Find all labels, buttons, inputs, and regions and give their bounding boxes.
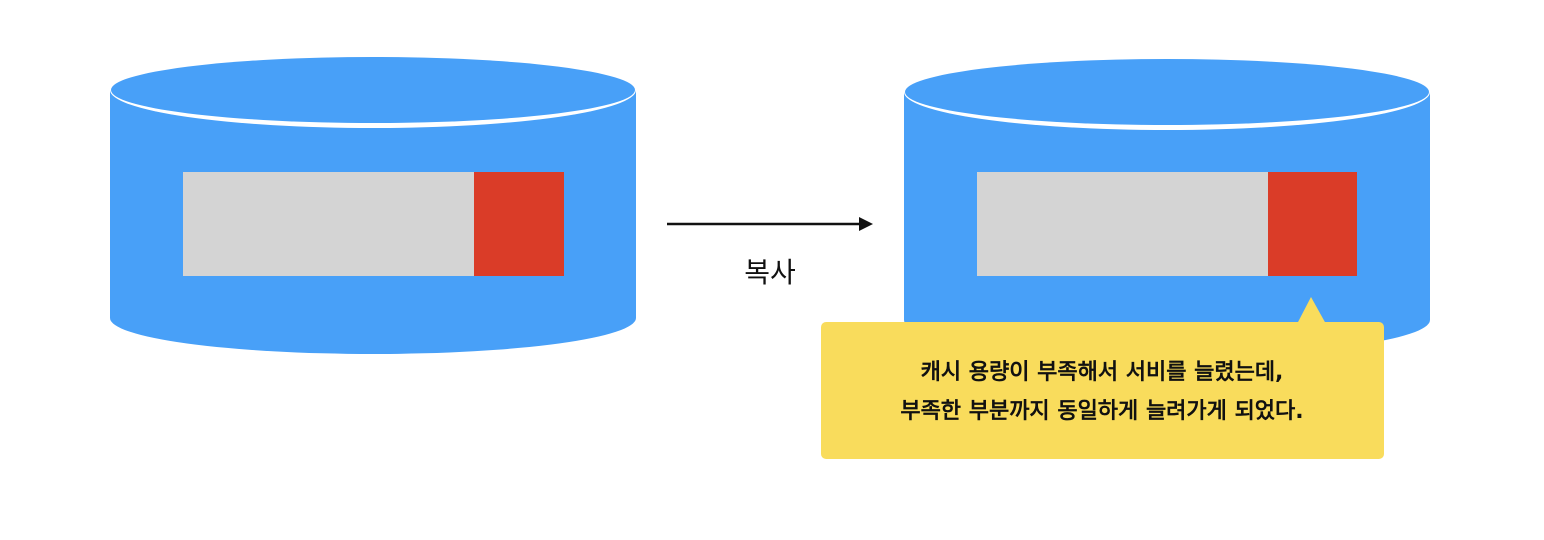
source-shortage-block — [474, 172, 564, 276]
source-capacity-bar — [183, 172, 474, 276]
target-cylinder-top — [905, 59, 1429, 125]
callout-pointer — [1297, 297, 1326, 324]
callout-line-1: 캐시 용량이 부족해서 서비를 늘렸는데, — [921, 360, 1284, 385]
copy-arrow-head — [859, 217, 873, 231]
source-cylinder-top — [111, 57, 635, 123]
source-cylinder — [110, 52, 636, 354]
copy-arrow: 복사 — [667, 217, 873, 289]
target-capacity-bar — [977, 172, 1268, 276]
target-cylinder — [904, 54, 1430, 356]
copy-arrow-label: 복사 — [744, 256, 796, 289]
callout-box — [821, 322, 1384, 459]
callout-line-2: 부족한 부분까지 동일하게 늘려가게 되었다. — [900, 399, 1303, 424]
callout: 캐시 용량이 부족해서 서비를 늘렸는데, 부족한 부분까지 동일하게 늘려가게… — [821, 297, 1384, 459]
target-shortage-block — [1268, 172, 1357, 276]
